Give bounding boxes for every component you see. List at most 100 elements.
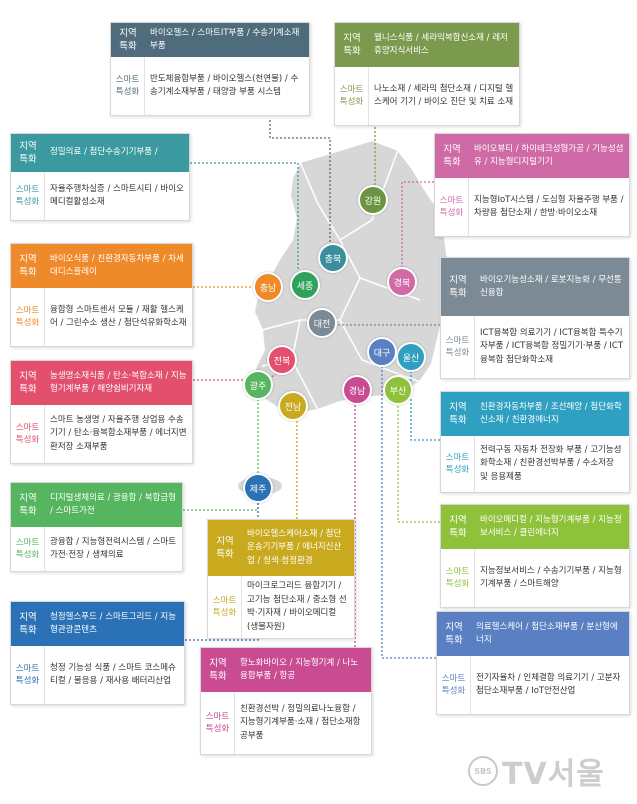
connector-gwangju: [183, 400, 259, 511]
smart-industries: 자율주행차실증 / 스마트시티 / 바이오메디컬활성소재: [50, 183, 184, 208]
local-label-line: 특화: [343, 46, 361, 57]
local-industries: 바이오뷰티 / 하이테크성형가공 / 기능성섬유 / 지능형디지털기기: [474, 143, 624, 168]
connector-lines: [183, 107, 440, 659]
map-pin-chungbuk: 충북: [318, 243, 348, 273]
smart-label-line: 스마트: [15, 423, 40, 433]
smart-label-line: 특성화: [445, 348, 470, 358]
map-pin-chungnam: 충남: [253, 272, 283, 302]
local-industries: 청정헬스푸드 / 스마트그리드 / 지능형관광콘텐츠: [50, 611, 177, 636]
local-label-line: 지역: [19, 493, 37, 504]
smart-label-line: 특성화: [439, 208, 464, 218]
local-label-line: 지역: [343, 33, 361, 44]
local-industries: 바이오메디컬 / 지능형기계부품 / 지능정보서비스 / 클린에너지: [480, 514, 622, 539]
map-pin-jeju: 제주: [243, 473, 273, 503]
local-label-line: 지역: [19, 141, 37, 152]
local-industries: 디지털생체의료 / 광융합 / 복합금형 / 스마트가전: [50, 492, 177, 517]
local-label-line: 특화: [449, 528, 467, 539]
smart-industries: 스마트 농생명 / 자율주행 상업용 수송기기 / 탄소·융복합소재부품 / 에…: [50, 414, 187, 452]
logo-text: TV서울: [502, 757, 605, 792]
smart-label-line: 스마트: [205, 712, 230, 722]
local-industries: 바이오헬스케어소재 / 첨단운송기기부품 / 에너지신산업 / 청색·청정환경: [247, 528, 342, 566]
local-label-line: 특화: [449, 415, 467, 426]
map-pin-daegu: 대구: [367, 337, 397, 367]
local-label-line: 지역: [209, 658, 227, 669]
smart-label-line: 특성화: [15, 550, 40, 560]
connector-jeonbuk: [193, 371, 279, 381]
smart-label-line: 스마트: [15, 664, 40, 674]
local-label-line: 지역: [449, 402, 467, 413]
local-label-line: 지역: [443, 144, 461, 155]
local-label-line: 특화: [209, 671, 227, 682]
map-pin-ulsan: 울산: [396, 342, 426, 372]
map-pin-gwangju: 광주: [243, 370, 273, 400]
smart-industries: 전기자율차 / 인체결합 의료기기 / 고분자 첨단소재부품 / IoT안전산업: [476, 672, 621, 697]
smart-industries: 마이크로그리드 융합기기 / 고기능 첨단소재 / 중소형 선박·기자재 / 바…: [247, 581, 347, 632]
local-label-line: 특화: [449, 288, 467, 299]
smart-industries: 반도체융합부품 / 바이오헬스(천연물) / 수송기계소재부품 / 태양광 부품…: [150, 73, 299, 98]
local-label-line: 지역: [119, 28, 137, 39]
smart-label-line: 스마트: [441, 674, 466, 684]
smart-label-line: 특성화: [115, 87, 140, 97]
map-pin-busan: 부산: [383, 375, 413, 405]
connector-chungbuk: [269, 120, 331, 244]
connector-daegu: [381, 367, 436, 659]
local-industries: 항노화바이오 / 지능형기계 / 나노융합부품 / 항공: [240, 657, 359, 682]
map-pin-daejeon: 대전: [307, 308, 337, 338]
connector-gyeongbuk: [401, 181, 434, 268]
local-industries: 바이오헬스 / 스마트IT부품 / 수송기계소재부품: [150, 27, 300, 52]
smart-label-line: 스마트: [339, 85, 364, 95]
smart-label-line: 스마트: [115, 75, 140, 85]
smart-label-line: 특성화: [15, 435, 40, 445]
local-label-line: 지역: [19, 371, 37, 382]
smart-label-line: 특성화: [15, 197, 40, 207]
map-pin-gangwon: 강원: [358, 185, 388, 215]
connector-sejong: [190, 162, 299, 270]
connector-ulsan: [410, 372, 440, 441]
smart-industries: 지능형IoT시스템 / 도심형 자율주행 부품 / 차량용 첨단소재 / 한방·…: [474, 194, 624, 219]
local-label-line: 특화: [119, 41, 137, 52]
smart-label-line: 스마트: [445, 336, 470, 346]
smart-label-line: 특성화: [339, 97, 364, 107]
